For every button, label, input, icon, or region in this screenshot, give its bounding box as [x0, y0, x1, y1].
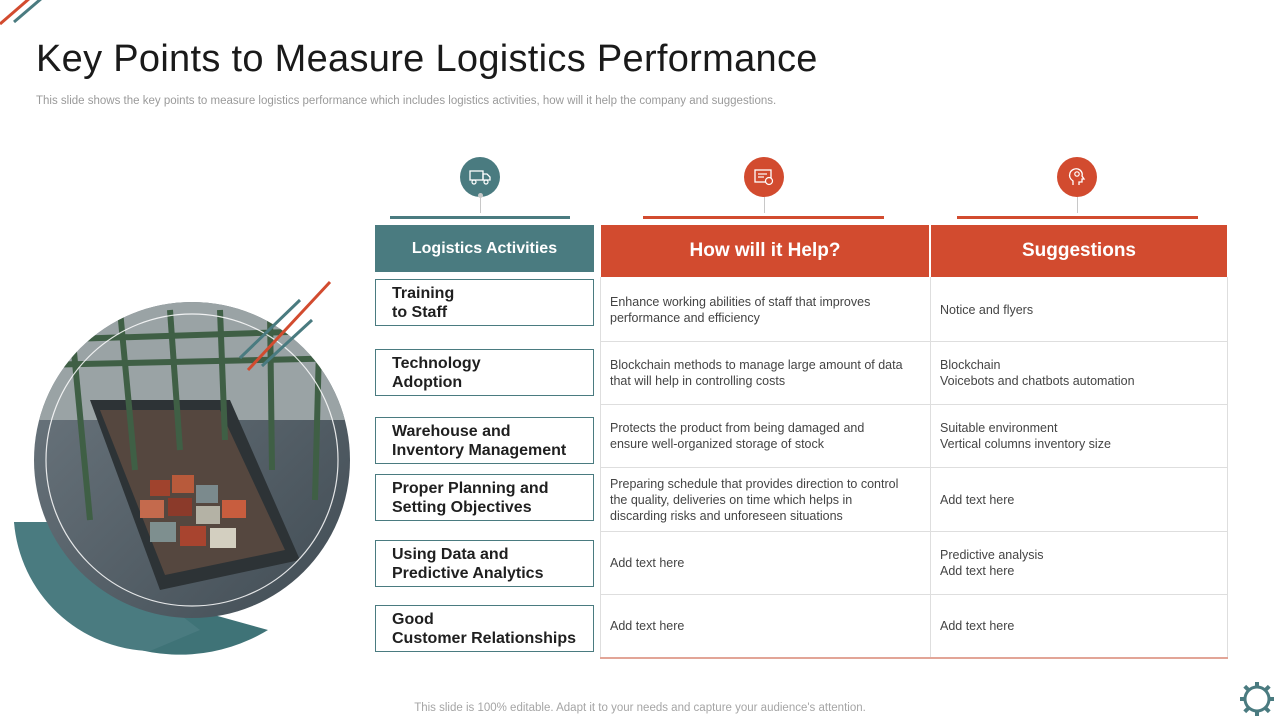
activity-label: Proper Planning and Setting Objectives [392, 479, 549, 516]
footer-note: This slide is 100% editable. Adapt it to… [414, 702, 866, 714]
help-header: How will it Help? [601, 225, 929, 277]
suggestions-accent-bar [957, 216, 1198, 219]
corner-decoration [0, 0, 42, 26]
help-text: Add text here [610, 619, 685, 633]
gear-icon [1240, 682, 1274, 716]
activity-box: Using Data and Predictive Analytics [375, 540, 594, 587]
suggestion-text: Add text here [940, 492, 1015, 507]
help-cell: Enhance working abilities of staff that … [610, 278, 926, 341]
activity-label: Warehouse and Inventory Management [392, 422, 567, 459]
activity-box: Technology Adoption [375, 349, 594, 396]
table-divider [600, 467, 1228, 468]
suggestions-header: Suggestions [931, 225, 1227, 277]
suggestion-text: Blockchain Voicebots and chatbots automa… [940, 358, 1135, 388]
port-image-graphic [14, 280, 350, 655]
table-divider [600, 341, 1228, 342]
activities-accent-bar [390, 216, 570, 219]
help-text: Enhance working abilities of staff that … [610, 294, 871, 325]
activities-header-label: Logistics Activities [411, 239, 558, 257]
document-check-icon [744, 157, 784, 197]
help-cell: Add text here [610, 532, 926, 594]
activity-label: Training to Staff [392, 284, 455, 321]
head-gear-icon [1057, 157, 1097, 197]
page-subtitle: This slide shows the key points to measu… [36, 95, 777, 107]
table-divider [600, 404, 1228, 405]
activity-box: Good Customer Relationships [375, 605, 594, 652]
help-accent-bar [643, 216, 884, 219]
suggestion-text: Notice and flyers [940, 302, 1034, 317]
suggestion-cell: Suitable environment Vertical columns in… [940, 405, 1224, 467]
delivery-truck-icon [460, 157, 500, 197]
suggestion-cell: Predictive analysis Add text here [940, 532, 1224, 594]
suggestion-text: Predictive analysis Add text here [940, 548, 1044, 578]
activity-box: Training to Staff [375, 279, 594, 326]
help-text: Add text here [610, 556, 685, 570]
help-cell: Add text here [610, 595, 926, 657]
activity-box: Proper Planning and Setting Objectives [375, 474, 594, 521]
suggestions-header-label: Suggestions [1021, 240, 1136, 261]
suggestion-cell: Blockchain Voicebots and chatbots automa… [940, 342, 1224, 404]
activities-icon-group [460, 157, 500, 213]
help-text: Blockchain methods to manage large amoun… [610, 358, 903, 388]
suggestion-text: Add text here [940, 619, 1015, 633]
suggestion-text: Suitable environment Vertical columns in… [940, 421, 1111, 451]
help-header-label: How will it Help? [689, 240, 841, 261]
table-bottom-border [600, 657, 1228, 659]
page-title: Key Points to Measure Logistics Performa… [36, 38, 818, 80]
help-text: Protects the product from being damaged … [610, 421, 865, 451]
suggestion-cell: Notice and flyers [940, 278, 1224, 341]
activity-box: Warehouse and Inventory Management [375, 417, 594, 464]
suggestion-cell: Add text here [940, 595, 1224, 657]
help-icon-group [744, 157, 784, 213]
suggestions-icon-group [1057, 157, 1097, 213]
help-cell: Preparing schedule that provides directi… [610, 468, 926, 531]
help-cell: Blockchain methods to manage large amoun… [610, 342, 926, 404]
table-divider [600, 531, 1228, 532]
activities-header: Logistics Activities [375, 225, 594, 272]
table-divider [600, 594, 1228, 595]
activity-label: Good Customer Relationships [392, 610, 577, 647]
activity-label: Using Data and Predictive Analytics [392, 545, 544, 582]
suggestion-cell: Add text here [940, 468, 1224, 531]
help-text: Preparing schedule that provides directi… [610, 476, 899, 523]
help-cell: Protects the product from being damaged … [610, 405, 926, 467]
activity-label: Technology Adoption [392, 354, 481, 391]
